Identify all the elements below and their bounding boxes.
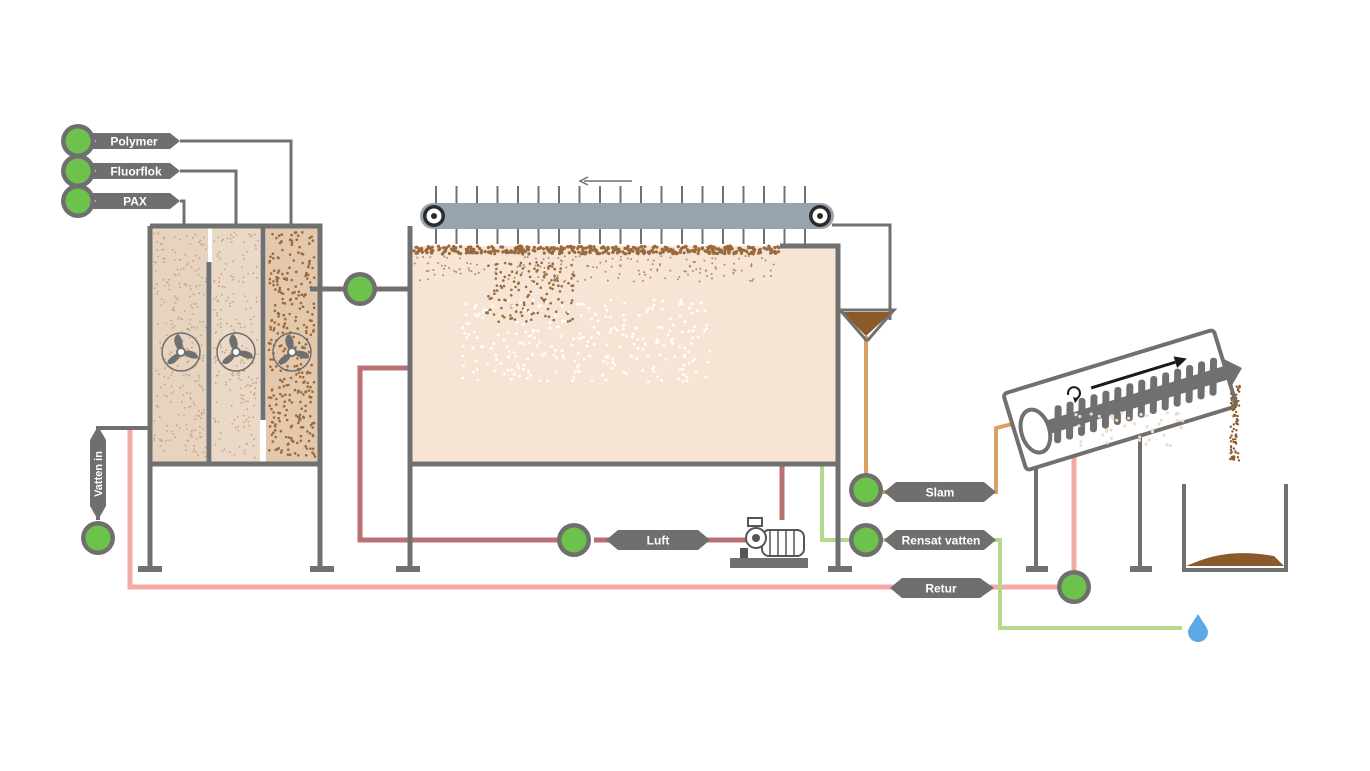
pump-slam [849,473,883,507]
label-polymer: Polymer [110,135,158,149]
dosing-polymer: Polymer [61,124,180,158]
pump-arrow [354,279,370,299]
scraper-overflow-line [832,223,892,320]
dosing-pax: PAX [61,184,180,218]
label-rensat-vatten: Rensat vatten [902,534,981,548]
flocculation-particles [153,231,317,459]
tag-vatten-in: Vatten in [90,426,106,520]
sludge-pipe [864,336,1021,494]
screw-press [1002,328,1242,572]
label-slam: Slam [926,486,955,500]
label-retur: Retur [925,582,957,596]
tag-retur: Retur [890,578,994,598]
water-drop-icon [1188,614,1208,642]
sludge-container [1182,484,1288,572]
surface-scraper [420,176,834,244]
water-in-pipe [127,430,1077,590]
label-vatten-in: Vatten in [93,451,105,497]
pump-retur [1057,570,1091,604]
gear-icon [809,205,831,227]
compressor-icon [730,517,808,568]
pump-rensat-vatten [849,523,883,557]
rotation-icon [1067,386,1081,404]
label-luft: Luft [647,534,670,548]
mixing-tank [138,223,334,572]
label-fluorflok: Fluorflok [110,165,162,179]
flotation-tank [396,226,852,572]
dosing-fluorflok: Fluorflok [61,154,180,188]
label-pax: PAX [123,195,147,209]
pump-vatten-in [81,521,115,555]
air-bubbles-and-flocs [412,244,781,384]
tag-slam: Slam [884,482,996,502]
sludge-hopper [838,308,898,342]
tag-luft: Luft [606,530,710,550]
pump-luft [557,523,591,557]
gear-icon [423,205,445,227]
tag-rensat-vatten: Rensat vatten [884,530,996,550]
